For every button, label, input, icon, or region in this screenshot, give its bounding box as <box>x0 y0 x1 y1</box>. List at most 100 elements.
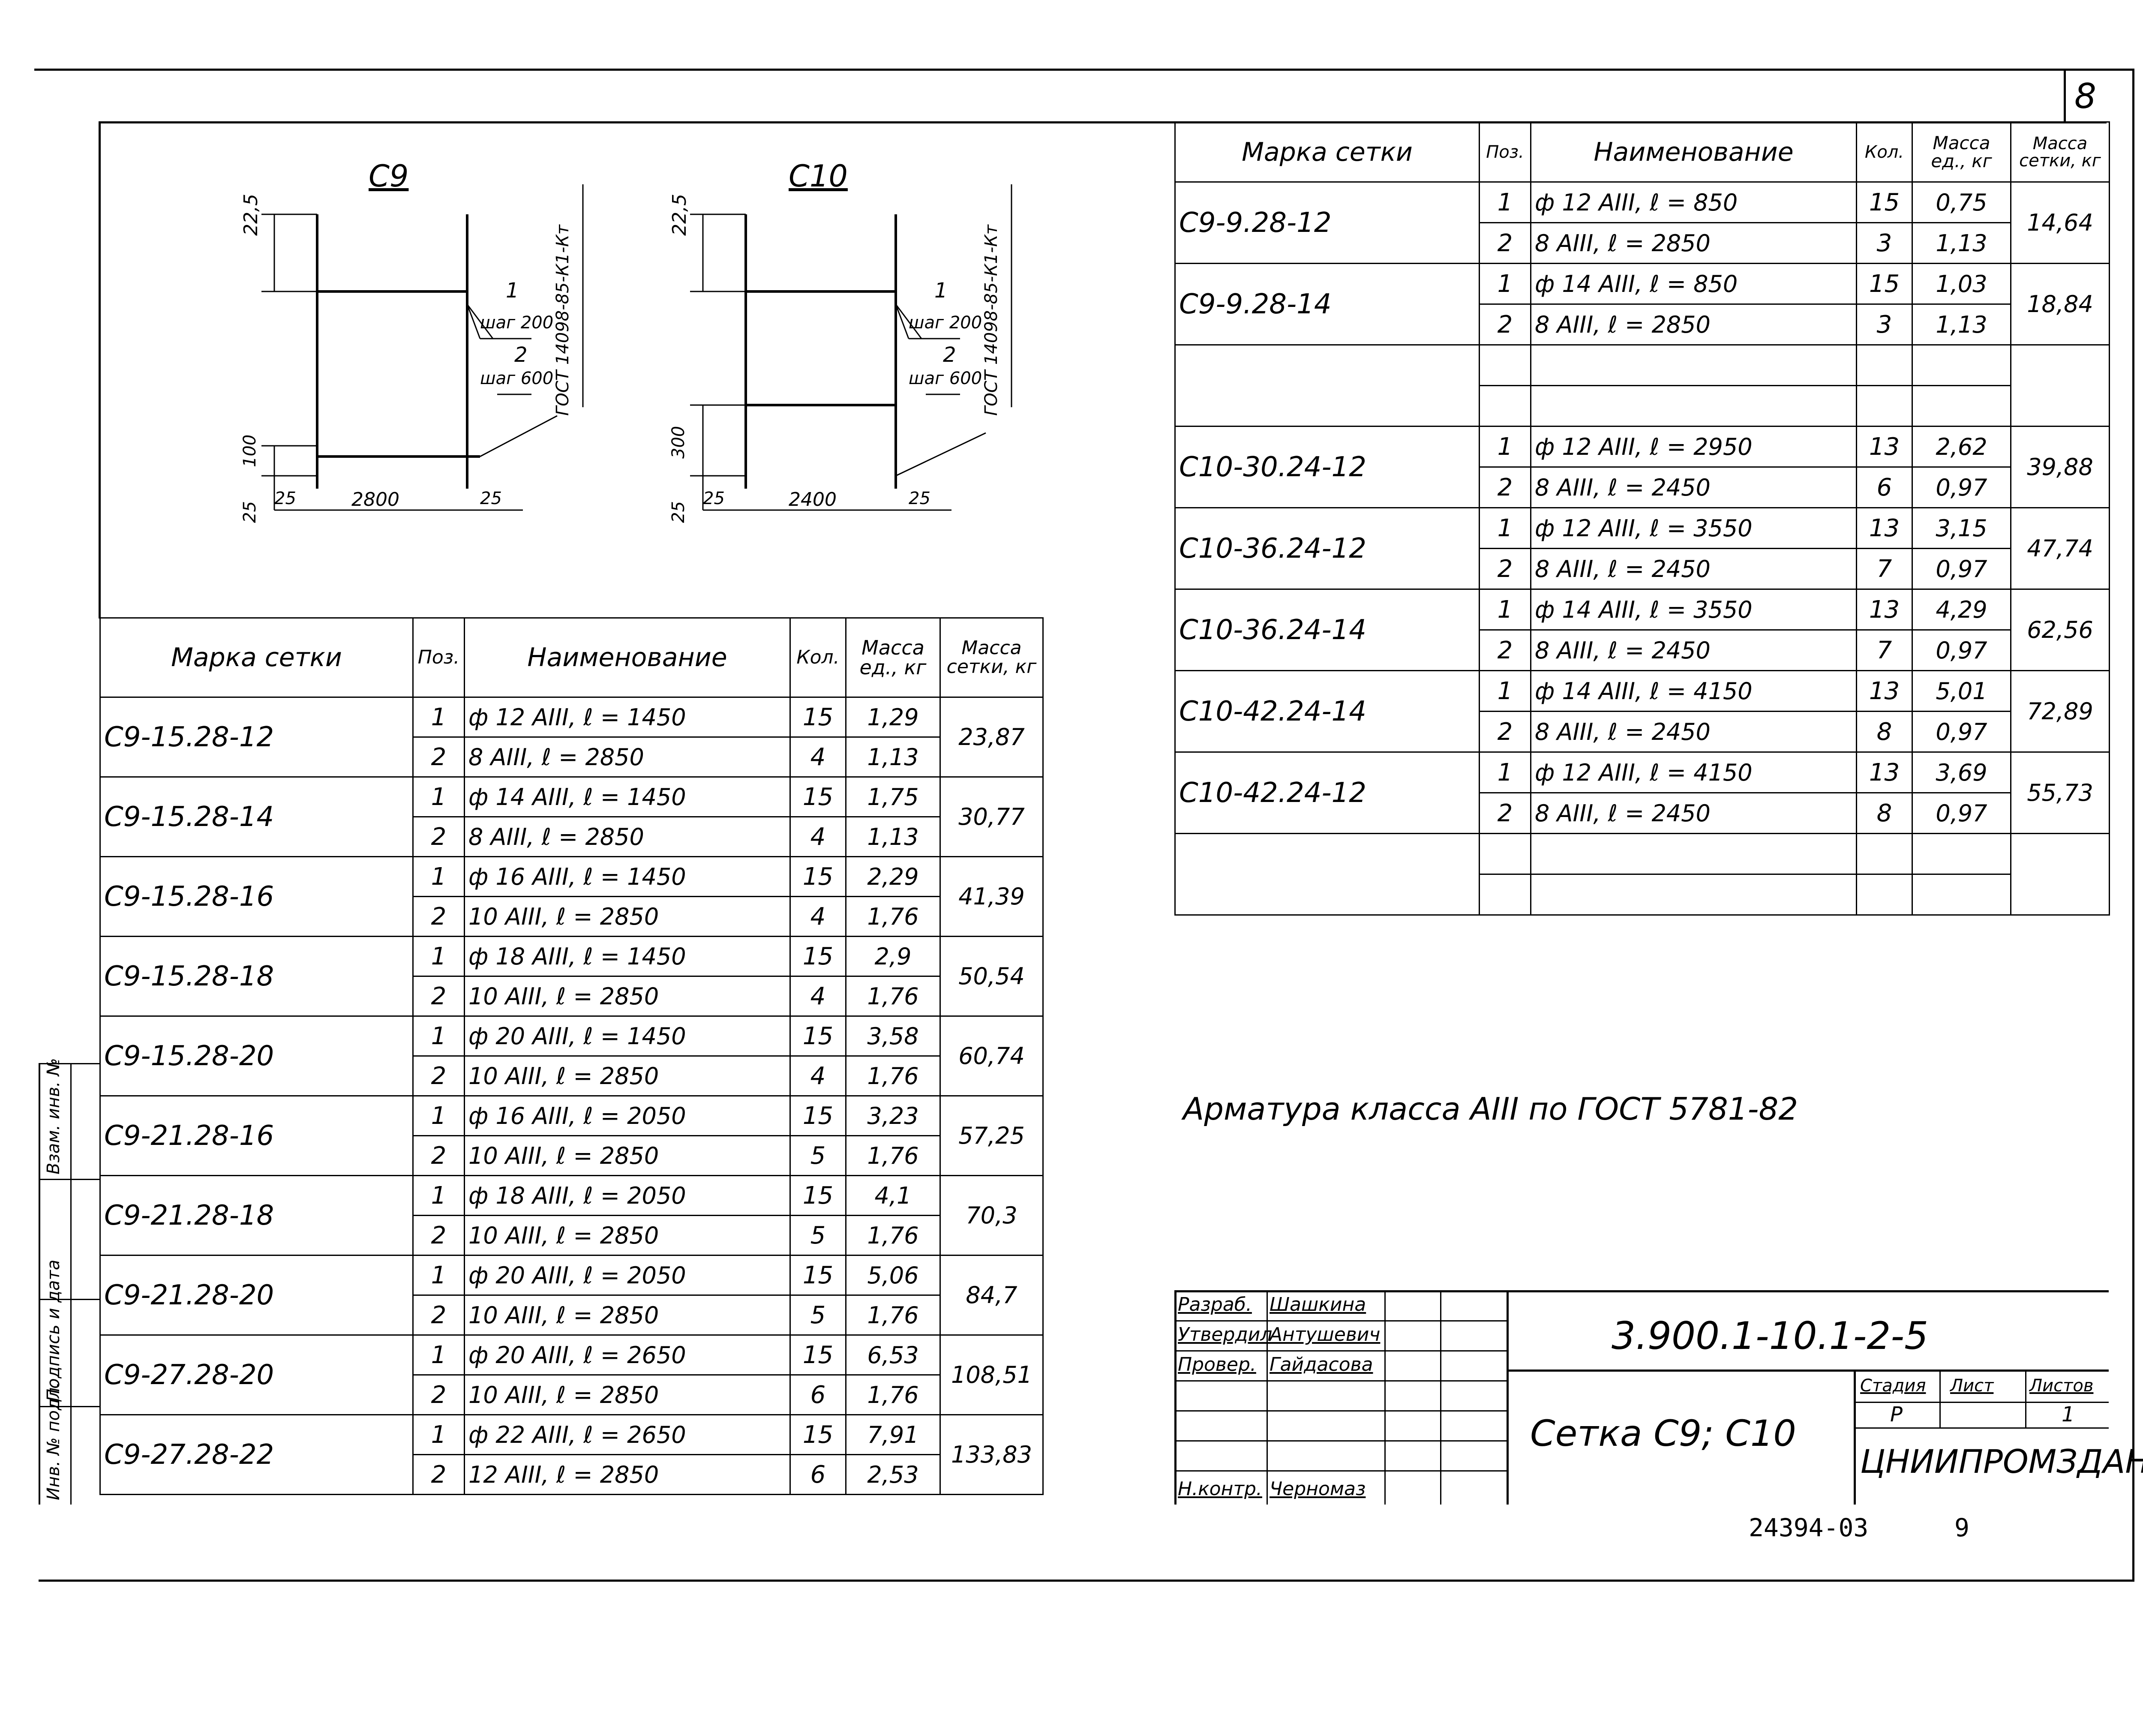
cell-pos: 1 <box>412 697 465 738</box>
cell-mass-net: 62,56 <box>2010 589 2110 671</box>
dim-bottom2: 25 <box>669 501 688 523</box>
diagram-c10: С10 22,5 300 25 25 2400 25 1 шаг 200 2 ш… <box>651 150 1037 536</box>
spec-table-right: Марка сетки Поз. Наименование Кол. Масса… <box>1174 121 2110 916</box>
cell-mass-net: 14,64 <box>2010 181 2110 264</box>
cell-pos: 2 <box>412 1135 465 1176</box>
cell-mass-net: 84,7 <box>939 1255 1044 1336</box>
dim-right: 25 <box>480 489 502 508</box>
cell-qty: 15 <box>789 697 846 738</box>
header-mass-unit: Масса ед., кг <box>845 617 941 698</box>
cell-mass-net: 18,84 <box>2010 263 2110 345</box>
header-mark: Марка сетки <box>99 617 414 698</box>
diagram-c10-drawing <box>690 184 1012 511</box>
cell-qty: 15 <box>789 1095 846 1136</box>
cell-pos: 1 <box>412 1015 465 1057</box>
right-border <box>2132 69 2134 1582</box>
dim-top: 22,5 <box>669 194 690 236</box>
cell-name: ф 12 АIII, ℓ = 1450 <box>464 697 791 738</box>
cell-name: 8 АIII, ℓ = 2850 <box>464 816 791 857</box>
cell-mu: 1,76 <box>845 1374 941 1415</box>
cell-mark <box>1174 833 1480 916</box>
role-name: Черномаз <box>1270 1478 1366 1500</box>
cell-mu: 0,97 <box>1912 792 2011 834</box>
diagram-title: С10 <box>789 159 848 194</box>
cell-mass-net: 23,87 <box>939 697 1044 778</box>
cell-qty: 15 <box>789 1015 846 1057</box>
cell-qty: 13 <box>1856 426 1913 468</box>
cell-mass-net: 133,83 <box>939 1414 1044 1495</box>
table-row <box>1175 874 2110 916</box>
diagram-c9: С9 22,5 100 25 25 2800 25 1 шаг 200 2 ша… <box>223 150 609 536</box>
label-1: 1 <box>506 279 519 303</box>
cell-qty: 7 <box>1856 548 1913 590</box>
cell-pos: 2 <box>412 1454 465 1495</box>
cell-mass-net: 72,89 <box>2010 670 2110 753</box>
cell-qty: 15 <box>789 776 846 817</box>
cell-name: 8 АIII, ℓ = 2450 <box>1530 548 1857 590</box>
cell-mass-net: 39,88 <box>2010 426 2110 508</box>
cell-pos: 1 <box>1479 426 1531 468</box>
cell-qty <box>1856 833 1913 875</box>
cell-mu: 0,75 <box>1912 181 2011 223</box>
cell-pos: 1 <box>1479 263 1531 305</box>
cell-pos: 2 <box>1479 629 1531 671</box>
inner-left-border <box>99 121 101 619</box>
cell-name: ф 14 АIII, ℓ = 850 <box>1530 263 1857 305</box>
cell-qty: 5 <box>789 1135 846 1176</box>
cell-pos: 1 <box>1479 507 1531 549</box>
cell-qty: 4 <box>789 976 846 1017</box>
cell-pos: 1 <box>1479 181 1531 223</box>
cell-name: 8 АIII, ℓ = 2450 <box>1530 711 1857 753</box>
cell-mark: С9-15.28-14 <box>99 776 414 857</box>
cell-name: ф 12 АIII, ℓ = 4150 <box>1530 751 1857 793</box>
cell-pos: 2 <box>1479 222 1531 264</box>
cell-name: ф 20 АIII, ℓ = 2650 <box>464 1334 791 1376</box>
cell-mu: 1,03 <box>1912 263 2011 305</box>
sheet-label: Лист <box>1950 1376 1994 1396</box>
cell-mass-net: 108,51 <box>939 1334 1044 1415</box>
role-name: Гайдасова <box>1270 1354 1373 1376</box>
role-label: Утвердил <box>1178 1324 1273 1346</box>
cell-qty <box>1856 385 1913 427</box>
cell-qty: 5 <box>789 1215 846 1256</box>
cell-mu: 3,23 <box>845 1095 941 1136</box>
cell-name: ф 12 АIII, ℓ = 850 <box>1530 181 1857 223</box>
note-reinforcement-class: Арматура класса АIII по ГОСТ 5781-82 <box>1183 1091 1798 1127</box>
cell-mu: 1,13 <box>1912 303 2011 345</box>
cell-pos: 1 <box>412 936 465 977</box>
header-mark: Марка сетки <box>1174 121 1480 183</box>
diagram-c9-drawing <box>261 184 584 511</box>
cell-mu: 0,97 <box>1912 629 2011 671</box>
cell-mu: 1,75 <box>845 776 941 817</box>
cell-pos <box>1479 874 1531 916</box>
sheet-number-box-left <box>2064 69 2066 122</box>
cell-mu <box>1912 874 2011 916</box>
cell-qty: 15 <box>789 1414 846 1455</box>
cell-name: ф 22 АIII, ℓ = 2650 <box>464 1414 791 1455</box>
cell-pos: 2 <box>412 1215 465 1256</box>
cell-pos: 2 <box>412 1055 465 1096</box>
cell-mark: С10-36.24-12 <box>1174 507 1480 590</box>
cell-mu: 1,76 <box>845 1215 941 1256</box>
header-mass-unit: Масса ед., кг <box>1912 121 2011 183</box>
cell-name: ф 18 АIII, ℓ = 1450 <box>464 936 791 977</box>
cell-qty: 15 <box>1856 181 1913 223</box>
cell-name: 12 АIII, ℓ = 2850 <box>464 1454 791 1495</box>
cell-name: ф 14 АIII, ℓ = 3550 <box>1530 589 1857 631</box>
cell-pos: 2 <box>1479 466 1531 508</box>
cell-qty <box>1856 874 1913 916</box>
cell-pos: 2 <box>412 976 465 1017</box>
cell-mark: С9-21.28-20 <box>99 1255 414 1336</box>
